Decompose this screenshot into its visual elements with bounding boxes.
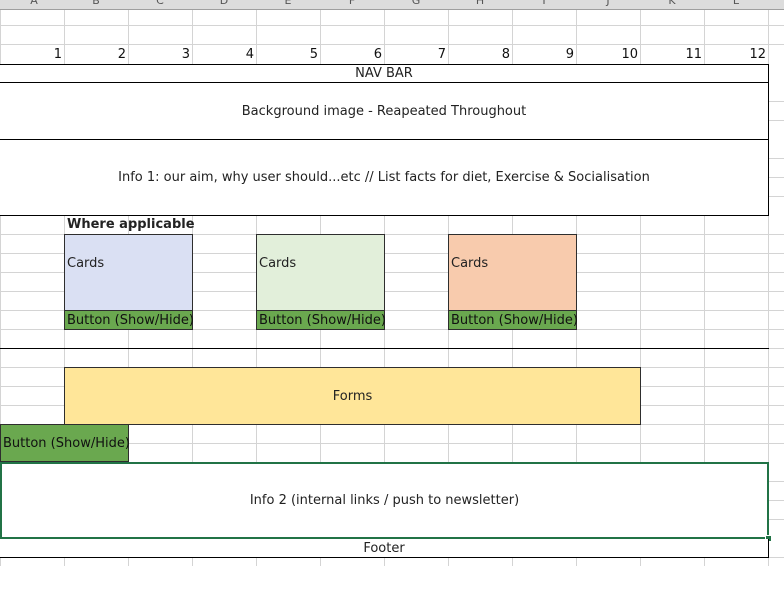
- column-number-8[interactable]: 8: [501, 47, 510, 62]
- info1-cell[interactable]: Info 1: our aim, why user should...etc /…: [0, 140, 769, 216]
- card-2[interactable]: Cards: [256, 234, 385, 311]
- card-3-label: Cards: [451, 256, 489, 271]
- forms-button-label: Button (Show/Hide): [3, 435, 130, 451]
- column-number-4[interactable]: 4: [245, 47, 254, 62]
- forms-label: Forms: [332, 388, 373, 404]
- info2-cell[interactable]: Info 2 (internal links / push to newslet…: [0, 462, 769, 539]
- forms-show-hide-button[interactable]: Button (Show/Hide): [0, 424, 130, 462]
- card-3[interactable]: Cards: [448, 234, 577, 311]
- column-number-2[interactable]: 2: [117, 47, 126, 62]
- column-header-f[interactable]: F: [348, 0, 356, 7]
- footer-label: Footer: [363, 540, 405, 556]
- column-header-c[interactable]: C: [156, 0, 164, 7]
- column-number-row: 1 2 3 4 5 6 7 8 9 10 11 12: [0, 44, 768, 64]
- info1-label: Info 1: our aim, why user should...etc /…: [118, 170, 650, 185]
- column-header-b[interactable]: B: [92, 0, 100, 7]
- column-header-h[interactable]: H: [475, 0, 485, 7]
- nav-bar-cell[interactable]: NAV BAR: [0, 64, 769, 83]
- column-number-6[interactable]: 6: [373, 47, 382, 62]
- card-2-show-hide-button[interactable]: Button (Show/Hide): [256, 310, 386, 330]
- nav-bar-label: NAV BAR: [355, 66, 413, 81]
- card-2-label: Cards: [259, 256, 297, 271]
- column-header-k[interactable]: K: [668, 0, 676, 7]
- column-headers: A B C D E F G H I J K L: [0, 0, 784, 10]
- column-header-i[interactable]: I: [542, 0, 546, 7]
- card-3-show-hide-button[interactable]: Button (Show/Hide): [448, 310, 578, 330]
- card-2-button-label: Button (Show/Hide): [259, 312, 386, 328]
- column-header-e[interactable]: E: [284, 0, 292, 7]
- where-applicable-label: Where applicable: [67, 217, 195, 232]
- footer-cell[interactable]: Footer: [0, 539, 769, 558]
- column-number-10[interactable]: 10: [621, 47, 638, 62]
- column-number-1[interactable]: 1: [53, 47, 62, 62]
- background-image-cell[interactable]: Background image - Reapeated Throughout: [0, 83, 769, 140]
- column-header-j[interactable]: J: [606, 0, 610, 7]
- column-number-11[interactable]: 11: [685, 47, 702, 62]
- column-header-g[interactable]: G: [411, 0, 421, 7]
- column-number-12[interactable]: 12: [749, 47, 766, 62]
- card-1-button-label: Button (Show/Hide): [67, 312, 194, 328]
- forms-block[interactable]: Forms: [64, 367, 641, 425]
- column-number-9[interactable]: 9: [565, 47, 574, 62]
- card-1-label: Cards: [67, 256, 105, 271]
- column-header-d[interactable]: D: [219, 0, 229, 7]
- card-1[interactable]: Cards: [64, 234, 193, 311]
- column-number-3[interactable]: 3: [181, 47, 190, 62]
- column-number-5[interactable]: 5: [309, 47, 318, 62]
- column-header-l[interactable]: L: [732, 0, 740, 7]
- column-header-a[interactable]: A: [30, 0, 38, 7]
- card-3-button-label: Button (Show/Hide): [451, 312, 578, 328]
- info2-label: Info 2 (internal links / push to newslet…: [249, 493, 520, 508]
- card-1-show-hide-button[interactable]: Button (Show/Hide): [64, 310, 194, 330]
- cards-section-divider: [0, 348, 769, 349]
- column-number-7[interactable]: 7: [437, 47, 446, 62]
- background-image-label: Background image - Reapeated Throughout: [241, 103, 527, 119]
